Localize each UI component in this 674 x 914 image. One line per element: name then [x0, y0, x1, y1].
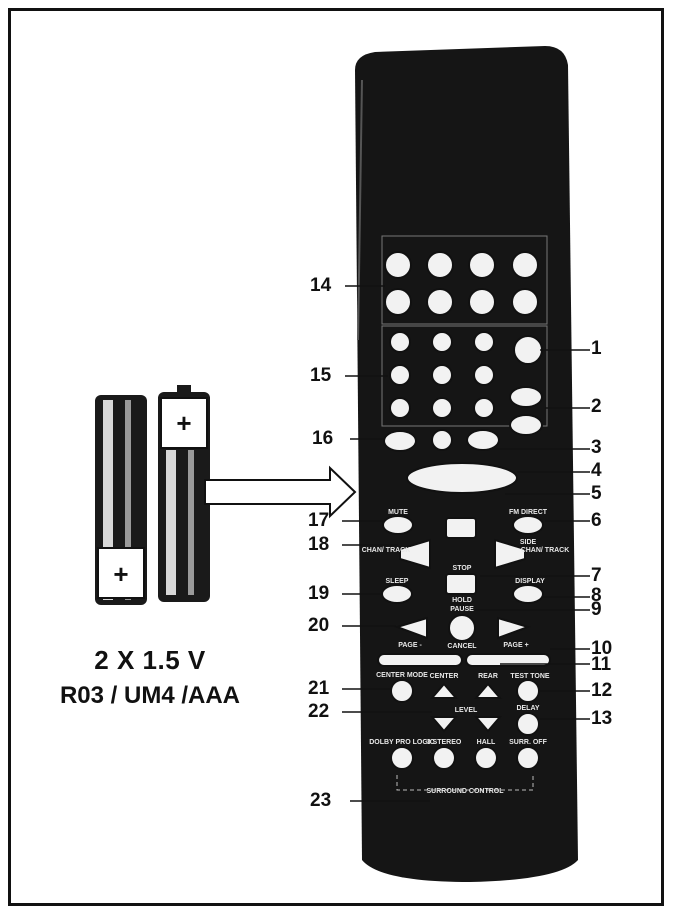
- label-page-plus: PAGE +: [503, 642, 528, 649]
- label-3-stereo: 3 STEREO: [427, 739, 462, 746]
- button-up: [509, 386, 543, 408]
- callout-19: 19: [308, 583, 330, 604]
- battery-voltage: 2 X 1.5 V: [94, 645, 206, 675]
- callout-10: 10: [591, 638, 613, 659]
- label-hold: HOLD: [452, 597, 472, 604]
- svg-text:+: +: [113, 559, 128, 589]
- button-4: [406, 462, 518, 494]
- number-buttons: [389, 331, 495, 451]
- battery-right: +: [158, 385, 210, 602]
- callout-21: 21: [308, 678, 330, 699]
- svg-text:+: +: [176, 408, 191, 438]
- callout-23: 23: [310, 790, 332, 811]
- label-page-minus: PAGE -: [398, 642, 422, 649]
- label-fm-direct: FM DIRECT: [509, 509, 548, 516]
- label-pause: PAUSE: [450, 606, 474, 613]
- label-rear: REAR: [478, 673, 498, 680]
- callout-11: 11: [591, 654, 612, 675]
- callout-16: 16: [312, 428, 334, 449]
- callout-20: 20: [308, 615, 330, 636]
- label-center-mode: CENTER MODE: [376, 672, 428, 679]
- callout-3: 3: [591, 437, 602, 458]
- label-cancel: CANCEL: [447, 643, 477, 650]
- callout-14: 14: [310, 275, 332, 296]
- button-16: [383, 430, 417, 452]
- callout-12: 12: [591, 680, 613, 701]
- button-1: [513, 335, 543, 365]
- label-center: CENTER: [430, 673, 459, 680]
- label-dolby-pro-logic: DOLBY PRO LOGIC: [369, 739, 435, 746]
- label-sleep: SLEEP: [386, 578, 409, 585]
- label-chan-track-right: CHAN/ TRACK: [521, 547, 570, 554]
- callout-7: 7: [591, 565, 602, 586]
- callout-22: 22: [308, 701, 330, 722]
- callout-17: 17: [308, 510, 330, 531]
- callout-18: 18: [308, 534, 330, 555]
- battery-left: +: [95, 395, 147, 605]
- battery-types: R03 / UM4 /AAA: [59, 682, 241, 709]
- source-buttons: [384, 251, 539, 316]
- label-hall: HALL: [477, 739, 496, 746]
- diagram-frame: [8, 8, 664, 906]
- callout-9: 9: [591, 599, 602, 620]
- callout-4: 4: [591, 460, 602, 481]
- label-test-tone: TEST TONE: [510, 673, 549, 680]
- label-surr-off: SURR. OFF: [509, 739, 547, 746]
- label-chan-track-left: CHAN/ TRACK: [362, 547, 411, 554]
- label-display: DISPLAY: [515, 578, 545, 585]
- button-down: [509, 414, 543, 436]
- label-delay: DELAY: [516, 705, 539, 712]
- label-level: LEVEL: [455, 707, 478, 714]
- callout-2: 2: [591, 396, 602, 417]
- callout-1: 1: [591, 338, 602, 359]
- callout-8: 8: [591, 585, 602, 606]
- button-3: [466, 429, 500, 451]
- leader-lines: [342, 285, 590, 802]
- callout-15: 15: [310, 365, 332, 386]
- label-stop: STOP: [453, 565, 472, 572]
- callout-5: 5: [591, 483, 602, 504]
- label-surround-control: SURROUND CONTROL: [427, 788, 505, 795]
- callout-6: 6: [591, 510, 602, 531]
- label-side: SIDE: [520, 539, 537, 546]
- label-mute: MUTE: [388, 509, 408, 516]
- insert-arrow: [204, 465, 357, 519]
- callout-13: 13: [591, 708, 613, 729]
